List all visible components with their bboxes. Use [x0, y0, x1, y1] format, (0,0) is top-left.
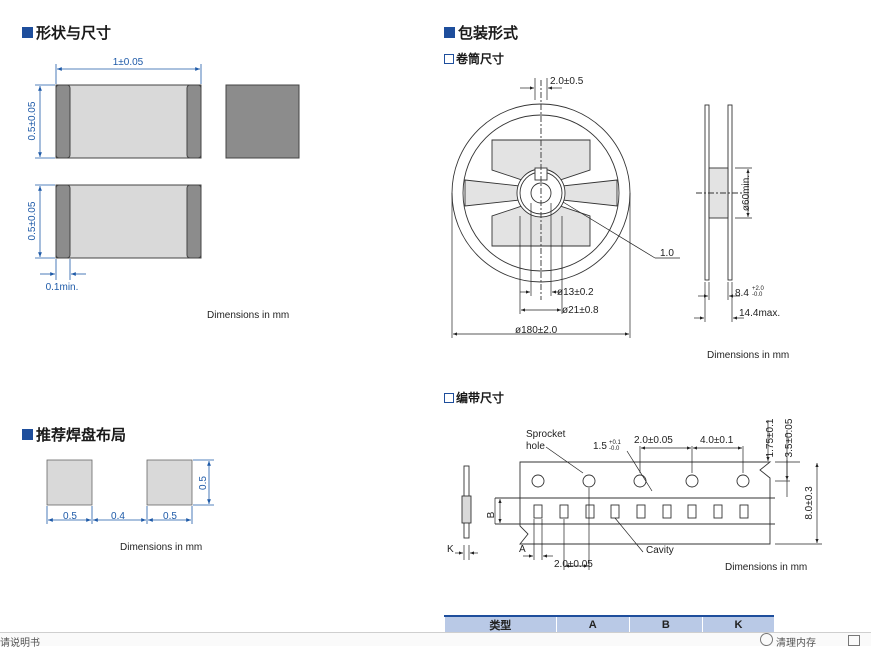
reel-side-view: [696, 104, 744, 281]
shape-section-title: 形状与尺寸: [22, 22, 111, 43]
bottom-left-text[interactable]: 请说明书: [0, 638, 40, 649]
height-bottom-label: 0.5±0.05: [27, 201, 38, 240]
bottom-toolbar: 请说明书 清理内存: [0, 632, 871, 649]
reel-dimensions: [451, 78, 680, 338]
types-header-k: K: [701, 615, 774, 633]
land-section-label: 推荐焊盘布局: [36, 427, 127, 444]
reel-subtitle-label: 卷筒尺寸: [456, 52, 505, 66]
land-pad-b-label: 0.5: [163, 511, 177, 522]
reel-subtitle: 卷筒尺寸: [444, 50, 504, 67]
tape-dimensions: [455, 420, 822, 570]
chip-end-view: [225, 84, 300, 159]
clear-icon[interactable]: [760, 633, 773, 646]
length-dimension: [55, 64, 202, 84]
hole-d-minus: -0.0: [609, 446, 620, 452]
reel-width-minus: -0.0: [752, 292, 763, 298]
center-label: 3.5±0.05: [784, 418, 795, 457]
k-label: K: [447, 544, 454, 555]
chip-side-view: [55, 84, 202, 159]
edge-label: 1.75±0.1: [765, 418, 776, 457]
sprocket-label-2: hole: [526, 441, 545, 452]
tape-subtitle: 编带尺寸: [444, 389, 504, 406]
reel-front-view: [451, 80, 631, 300]
reel-d13-label: ø13±0.2: [557, 287, 594, 298]
tape-note: Dimensions in mm: [725, 562, 807, 573]
electrode-dimension: [40, 259, 86, 280]
cavity-label: Cavity: [646, 545, 674, 556]
length-label: 1±0.05: [113, 57, 144, 68]
packaging-section-label: 包装形式: [458, 25, 519, 42]
shape-section-label: 形状与尺寸: [36, 25, 112, 42]
sprocket-pitch-label: 4.0±0.1: [700, 435, 734, 446]
land-gap-label: 0.4: [111, 511, 125, 522]
land-pattern: [46, 459, 193, 506]
tape-width-label: 8.0±0.3: [804, 486, 815, 520]
clear-memory-link[interactable]: 清理内存: [776, 638, 816, 649]
reel-slot-label: 2.0±0.5: [550, 76, 584, 87]
panel-icon[interactable]: [848, 635, 860, 646]
height-bottom-dimension: [35, 184, 55, 259]
land-pad-a-label: 0.5: [63, 511, 77, 522]
reel-max-label: 14.4max.: [739, 308, 780, 319]
chip-bottom-view: [55, 184, 202, 259]
land-dimensions: [46, 459, 214, 524]
land-pad-h-label: 0.5: [198, 476, 209, 490]
a-label: A: [519, 544, 526, 555]
reel-d180-label: ø180±2.0: [515, 325, 558, 336]
types-header-b: B: [628, 615, 703, 633]
tape-top-view: [495, 461, 775, 545]
reel-note: Dimensions in mm: [707, 350, 789, 361]
hole-d-label: 1.5: [593, 441, 607, 452]
section-marker-icon: [22, 27, 33, 38]
section-marker-icon: [444, 27, 455, 38]
reel-side-dimensions: [694, 167, 752, 322]
subsection-marker-icon: [444, 392, 454, 403]
sprocket-label-1: Sprocket: [526, 429, 566, 440]
reel-d60-label: ø60min.: [741, 175, 752, 211]
hole-cavity-pitch-label: 2.0±0.05: [634, 435, 673, 446]
shape-note: Dimensions in mm: [207, 310, 289, 321]
land-section-title: 推荐焊盘布局: [22, 424, 126, 445]
reel-width-plus: +2.0: [752, 286, 765, 292]
section-marker-icon: [22, 429, 33, 440]
height-top-label: 0.5±0.05: [27, 101, 38, 140]
subsection-marker-icon: [444, 53, 454, 64]
types-table: 类型 A B K: [444, 615, 774, 633]
tape-side-view: [461, 465, 472, 539]
height-top-dimension: [35, 84, 55, 159]
types-header-type: 类型: [444, 615, 557, 633]
b-label: B: [486, 511, 497, 518]
land-note: Dimensions in mm: [120, 542, 202, 553]
reel-d21-label: ø21±0.8: [562, 305, 599, 316]
tape-subtitle-label: 编带尺寸: [456, 391, 505, 405]
electrode-label: 0.1min.: [46, 282, 79, 293]
types-header-a: A: [555, 615, 630, 633]
types-table-header-row: 类型 A B K: [444, 615, 774, 633]
packaging-section-title: 包装形式: [444, 22, 518, 43]
reel-thickness-label: 1.0: [660, 248, 674, 259]
reel-width-label: 8.4: [735, 288, 749, 299]
hole-d-plus: +0.1: [609, 440, 622, 446]
cavity-pitch-label: 2.0±0.05: [554, 559, 593, 570]
